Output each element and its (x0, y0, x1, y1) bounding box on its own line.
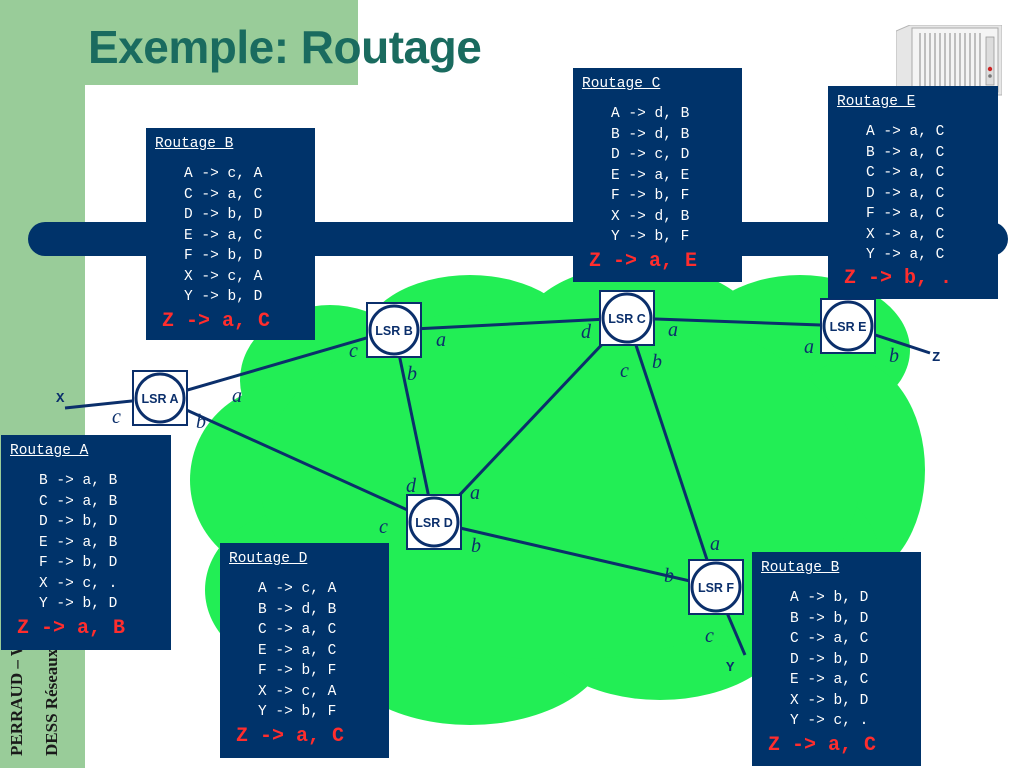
routage-d-rows: A -> c, A B -> d, B C -> a, C E -> a, C … (258, 581, 337, 720)
routage-e-title: Routage E (837, 94, 916, 110)
routage-d-table: Routage D A -> c, A B -> d, B C -> a, C … (220, 543, 389, 758)
lsr-f-node[interactable]: LSR F (688, 559, 744, 615)
routage-c-table: Routage C A -> d, B B -> d, B D -> c, D … (573, 68, 742, 282)
header-background (85, 0, 358, 85)
routage-e-highlight: Z -> b, . (844, 267, 953, 290)
lsr-d-node[interactable]: LSR D (406, 494, 462, 550)
links (64, 316, 931, 656)
iface-d-b: b (471, 535, 481, 557)
iface-a-a: a (232, 385, 242, 407)
routage-a-table: Routage A B -> a, B C -> a, B D -> b, D … (1, 435, 171, 650)
endpoint-x: X (56, 391, 65, 407)
lsr-b-node[interactable]: LSR B (366, 302, 422, 358)
lsr-e-node[interactable]: LSR E (820, 298, 876, 354)
iface-b-c: c (349, 340, 358, 362)
routage-b-bottom-highlight: Z -> a, C (768, 734, 877, 757)
iface-f-c: c (705, 625, 714, 647)
routage-c-title: Routage C (582, 76, 661, 92)
routage-c-rows: A -> d, B B -> d, B D -> c, D E -> a, E … (611, 106, 690, 245)
routage-e-table: Routage E A -> a, C B -> a, C C -> a, C … (828, 86, 998, 299)
link-c-f (625, 317, 718, 588)
link-c-d (432, 316, 629, 524)
routage-b-bottom-title: Routage B (761, 560, 840, 576)
iface-e-a: a (804, 336, 814, 358)
iface-d-a: a (470, 482, 480, 504)
routage-d-title: Routage D (229, 551, 308, 567)
routage-a-rows: B -> a, B C -> a, B D -> b, D E -> a, B … (39, 473, 118, 612)
link-a-b (159, 328, 395, 400)
lsr-e-label: LSR E (830, 320, 867, 334)
routage-a-title: Routage A (10, 443, 89, 459)
iface-a-c: c (112, 406, 121, 428)
iface-c-a: a (668, 319, 678, 341)
link-c-e (626, 316, 849, 328)
link-b-d (392, 329, 436, 523)
lsr-f-label: LSR F (698, 581, 734, 595)
routage-b-bottom-rows: A -> b, D B -> b, D C -> a, C D -> b, D … (790, 590, 869, 729)
routage-b-top-highlight: Z -> a, C (162, 310, 271, 333)
slide-title: Exemple: Routage (88, 21, 482, 73)
iface-a-b: b (196, 411, 206, 433)
link-b-c (393, 316, 628, 332)
lsr-c-node[interactable]: LSR C (599, 290, 655, 346)
routage-e-rows: A -> a, C B -> a, C C -> a, C D -> a, C … (866, 124, 945, 263)
link-d-f (433, 520, 717, 589)
iface-e-b: b (889, 345, 899, 367)
lsr-b-label: LSR B (375, 324, 413, 338)
routage-b-bottom-table: Routage B A -> b, D B -> b, D C -> a, C … (752, 552, 921, 766)
routage-b-top-title: Routage B (155, 136, 234, 152)
iface-b-b: b (407, 363, 417, 385)
endpoint-y: Y (726, 660, 735, 676)
iface-b-a: a (436, 329, 446, 351)
iface-c-b: b (652, 351, 662, 373)
iface-d-c: c (379, 516, 388, 538)
link-a-d (159, 396, 435, 524)
routage-a-highlight: Z -> a, B (17, 617, 126, 640)
lsr-c-label: LSR C (608, 312, 646, 326)
endpoint-z: Z (932, 350, 940, 366)
lsr-d-label: LSR D (415, 516, 453, 530)
routage-d-highlight: Z -> a, C (236, 725, 345, 748)
rack-equipment-icon (896, 25, 1002, 97)
lsr-a-label: LSR A (141, 392, 178, 406)
routage-b-top-table: Routage B A -> c, A C -> a, C D -> b, D … (146, 128, 315, 340)
iface-f-a: a (710, 533, 720, 555)
iface-d-d: d (406, 475, 417, 497)
routage-c-highlight: Z -> a, E (589, 250, 698, 273)
routage-b-top-rows: A -> c, A C -> a, C D -> b, D E -> a, C … (184, 166, 263, 305)
lsr-a-node[interactable]: LSR A (132, 370, 188, 426)
iface-c-d: d (581, 321, 592, 343)
iface-f-b: b (664, 565, 674, 587)
iface-c-c: c (620, 360, 629, 382)
